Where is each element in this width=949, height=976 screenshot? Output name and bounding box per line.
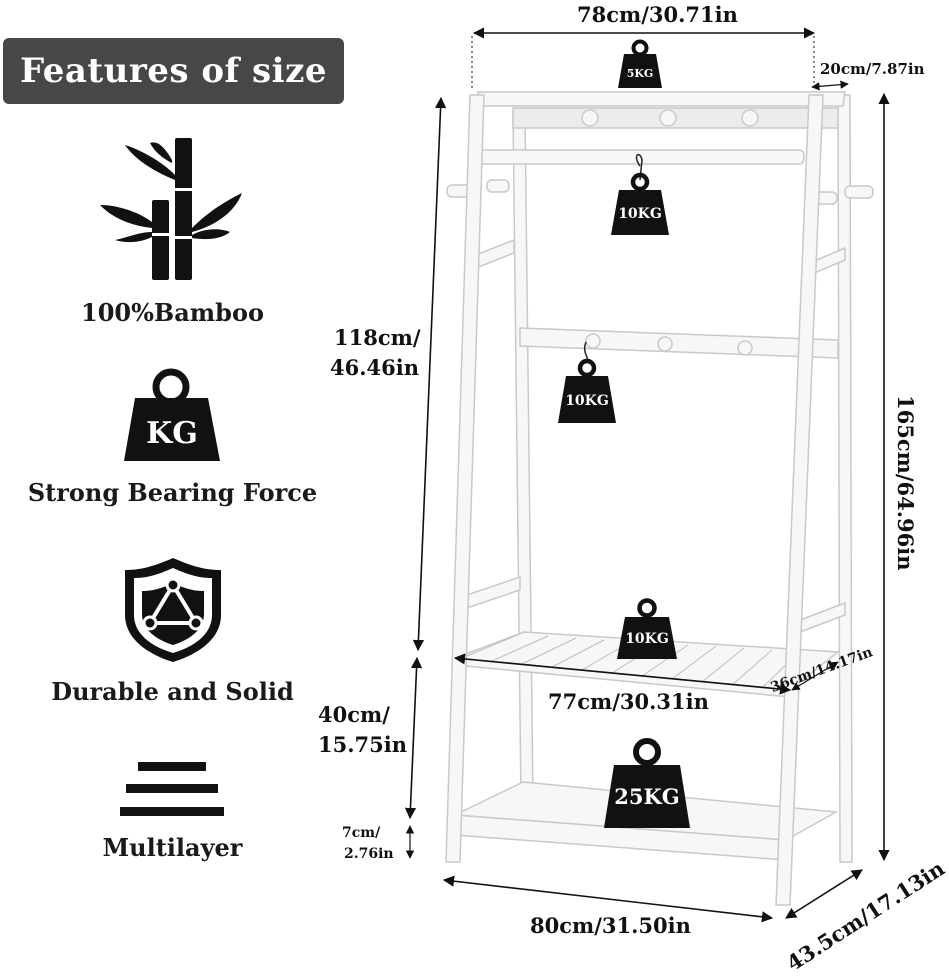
feature-label-durable: Durable and Solid [51, 677, 294, 706]
svg-text:10KG: 10KG [618, 206, 662, 222]
dim-lower-height-line2: 15.75in [318, 732, 408, 757]
dimension-lines [404, 27, 890, 923]
rack-back-post-right [837, 94, 853, 863]
weight-tag-middle-shelf: 10KG [617, 598, 677, 659]
dim-base-width: 80cm/31.50in [530, 913, 691, 938]
weight-tag-hanging-rod: 10KG [611, 172, 669, 235]
rack-top-shelf [477, 91, 846, 107]
svg-text:25KG: 25KG [614, 784, 679, 809]
weight-tag-hook-bar: 10KG [558, 358, 616, 423]
features-title-badge: Features of size [3, 38, 344, 104]
dim-foot-height-line1: 7cm/ [342, 825, 381, 841]
dim-lower-height-line1: 40cm/ [318, 702, 390, 727]
rack-drawing: 5KG 10KG 10KG 10KG 25KG [404, 27, 890, 923]
dim-top-depth: 20cm/7.87in [820, 60, 925, 78]
kg-weight-icon-text: KG [146, 416, 198, 451]
dim-top-width: 78cm/30.71in [577, 2, 738, 27]
features-title: Features of size [19, 51, 328, 91]
feature-label-bamboo: 100%Bamboo [81, 298, 264, 327]
dim-upper-height-line2: 46.46in [330, 355, 420, 380]
dim-upper-height-line1: 118cm/ [334, 325, 421, 350]
weight-tag-top-shelf: 5KG [618, 39, 662, 88]
shield-triangle-icon [125, 558, 221, 662]
dim-line-base-depth [785, 869, 863, 919]
dim-total-height: 165cm/64.96in [893, 395, 918, 571]
dim-line-base-width [442, 875, 774, 923]
dim-shelf-width: 77cm/30.31in [548, 689, 709, 714]
svg-text:10KG: 10KG [565, 393, 609, 409]
layers-icon [120, 762, 224, 816]
svg-text:5KG: 5KG [627, 67, 654, 80]
rack-back-post-left [512, 111, 534, 801]
rack-front-post-left [445, 94, 485, 863]
feature-label-bearing: Strong Bearing Force [27, 478, 318, 507]
dim-line-upper-height [412, 96, 447, 652]
dim-line-lower-height [404, 656, 423, 820]
kg-weight-icon: KG [124, 368, 220, 461]
feature-icons-layer: KG [100, 138, 242, 816]
dim-foot-height-line2: 2.76in [344, 846, 394, 862]
weight-tag-bottom-shelf: 25KG [604, 738, 690, 828]
feature-label-multilayer: Multilayer [102, 833, 243, 862]
rack-front-post-right [775, 94, 824, 906]
dim-line-shelf-width [453, 653, 792, 695]
bamboo-icon [100, 138, 242, 280]
rack-hook-bar [519, 327, 839, 359]
svg-text:10KG: 10KG [625, 631, 669, 647]
